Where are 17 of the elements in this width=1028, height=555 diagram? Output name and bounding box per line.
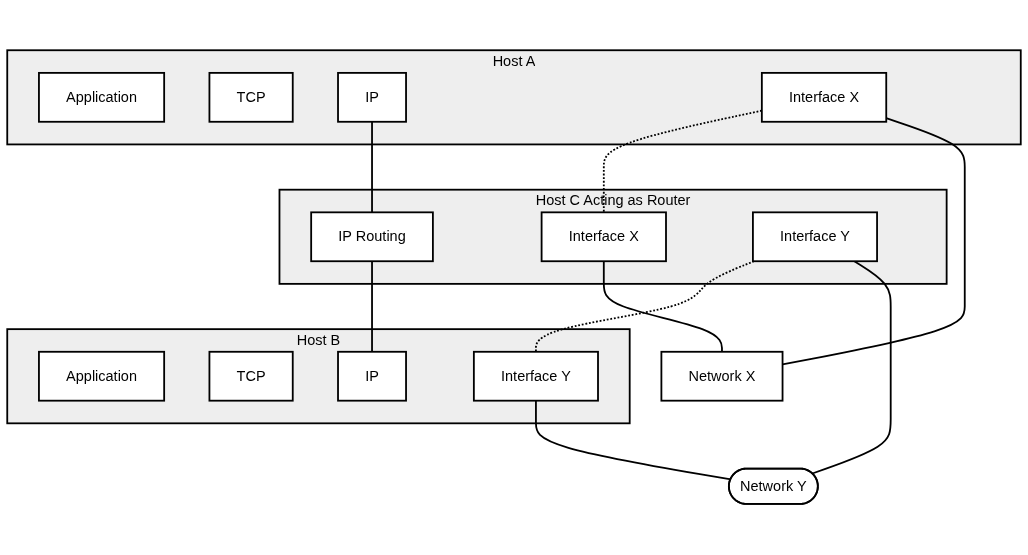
node-box: IP [337, 72, 407, 124]
connector [535, 400, 732, 481]
node-box: Interface X [540, 211, 667, 263]
connector [371, 121, 373, 214]
node-box: TCP [208, 72, 294, 124]
node-box: Network X [660, 351, 784, 402]
node-box: Application [38, 72, 166, 124]
node-box: IP [337, 351, 407, 402]
connector [602, 260, 723, 354]
node-box: Interface X [760, 72, 888, 124]
node-box: IP Routing [310, 211, 434, 263]
connector [811, 260, 892, 475]
connector [371, 260, 373, 354]
node-box: Application [38, 351, 166, 402]
node-box: Interface Y [472, 351, 599, 402]
node-box: Interface Y [752, 211, 878, 263]
node-box: TCP [208, 351, 294, 402]
